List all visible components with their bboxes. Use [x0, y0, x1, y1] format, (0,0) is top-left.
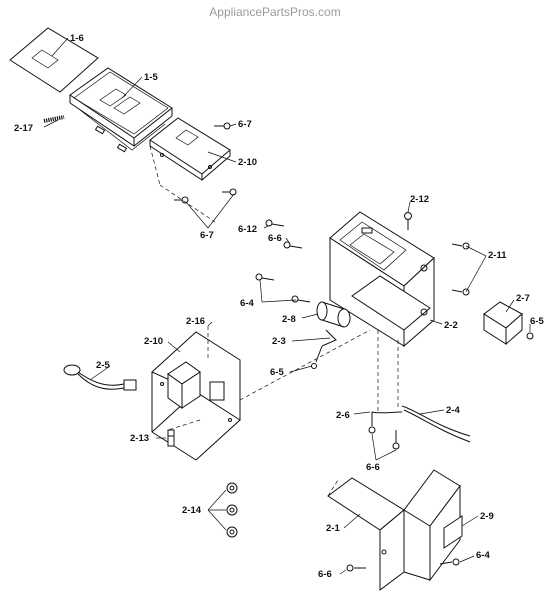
callout-2-12: 2-12	[410, 194, 429, 205]
control-board-part	[149, 117, 231, 181]
callout-2-2: 2-2	[444, 320, 458, 331]
callout-6-6-top: 6-6	[268, 233, 282, 244]
callout-6-6-mid: 6-6	[366, 462, 380, 473]
callout-1-6: 1-6	[70, 33, 84, 44]
screw-part	[346, 558, 460, 572]
callout-6-4-top: 6-4	[240, 298, 254, 309]
callout-6-7-top: 6-7	[238, 119, 252, 130]
callout-2-17: 2-17	[14, 123, 33, 134]
bracket-part	[327, 469, 463, 591]
callout-2-7: 2-7	[516, 293, 530, 304]
screw-part	[174, 122, 237, 204]
callout-2-5: 2-5	[96, 360, 110, 371]
callout-2-8: 2-8	[282, 314, 296, 325]
callout-2-14: 2-14	[182, 505, 202, 516]
callout-2-10-top: 2-10	[238, 157, 257, 168]
callout-2-1: 2-1	[326, 523, 340, 534]
wire-harness-part	[63, 364, 137, 391]
callout-2-10-lower: 2-10	[144, 336, 163, 347]
control-panel-part	[69, 67, 173, 153]
callout-6-12: 6-12	[238, 224, 257, 235]
callout-2-13: 2-13	[130, 433, 149, 444]
callout-2-11: 2-11	[488, 250, 507, 261]
callout-2-3: 2-3	[272, 336, 286, 347]
housing-part	[329, 211, 435, 348]
callout-6-5-lower: 6-5	[270, 367, 284, 378]
callout-6-4-bottom: 6-4	[476, 550, 490, 561]
filter-part	[483, 301, 534, 346]
callout-6-5-right: 6-5	[530, 316, 544, 327]
callout-2-16: 2-16	[186, 316, 205, 327]
fastener-part	[226, 482, 238, 538]
power-board-part	[151, 331, 241, 461]
pin-part	[167, 429, 175, 447]
callout-6-6-bottom: 6-6	[318, 569, 332, 580]
sleeve-part	[311, 301, 351, 369]
callout-1-5: 1-5	[144, 72, 158, 83]
clip-part	[43, 115, 65, 123]
callout-2-4: 2-4	[446, 405, 460, 416]
callout-2-9: 2-9	[480, 511, 494, 522]
overlay-label-part	[9, 27, 99, 93]
watermark: AppliancePartsPros.com	[209, 5, 340, 19]
callout-6-7-bottom: 6-7	[200, 230, 214, 241]
leader-lines	[43, 37, 531, 575]
wire-part	[368, 405, 471, 450]
callout-2-6: 2-6	[336, 410, 350, 421]
